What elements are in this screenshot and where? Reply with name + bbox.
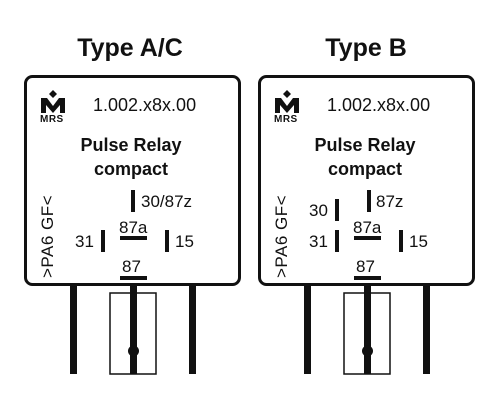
type-ac-title: Type A/C bbox=[77, 34, 183, 62]
pin-left bbox=[304, 285, 311, 374]
pin-label-30-87z: 30/87z bbox=[141, 192, 193, 211]
pin-left bbox=[70, 285, 77, 374]
mrs-logo-text: MRS bbox=[274, 114, 298, 125]
pin-label-87z: 87z bbox=[376, 192, 404, 211]
part-number: 1.002.x8x.00 bbox=[327, 95, 431, 115]
pin-blade-outline bbox=[343, 292, 391, 375]
pin-label-87: 87 bbox=[356, 257, 375, 276]
terminal-15-bar bbox=[399, 230, 403, 252]
terminal-15-bar bbox=[165, 230, 169, 252]
pin-label-30: 30 bbox=[309, 201, 328, 220]
pin-junction-dot bbox=[128, 345, 139, 357]
terminal-87-bar bbox=[354, 276, 381, 280]
product-name-line2: compact bbox=[327, 159, 403, 179]
terminal-87z-bar bbox=[367, 190, 371, 212]
terminal-31-bar bbox=[335, 230, 339, 252]
material-label: >PA6 GF< bbox=[272, 194, 291, 278]
mrs-logo-icon bbox=[41, 90, 65, 113]
relay-type-b-drawing bbox=[258, 75, 475, 375]
product-name-line1: Pulse Relay bbox=[80, 135, 182, 155]
part-number: 1.002.x8x.00 bbox=[93, 95, 197, 115]
relay-type-ac: MRS 1.002.x8x.00 Pulse Relay compact >PA… bbox=[24, 75, 241, 375]
pin-center bbox=[364, 285, 371, 374]
product-name-line2: compact bbox=[93, 159, 169, 179]
mrs-logo-text: MRS bbox=[40, 114, 64, 125]
material-label: >PA6 GF< bbox=[38, 194, 57, 278]
pin-blade-outline bbox=[109, 292, 157, 375]
product-name-line1: Pulse Relay bbox=[314, 135, 416, 155]
terminal-87a-bar bbox=[120, 236, 147, 240]
pin-label-31: 31 bbox=[75, 232, 94, 251]
relay-housing bbox=[258, 75, 475, 286]
pin-label-87a: 87a bbox=[353, 218, 382, 237]
terminal-87a-bar bbox=[354, 236, 381, 240]
pin-junction-dot bbox=[362, 345, 373, 357]
pin-label-87a: 87a bbox=[119, 218, 148, 237]
type-b-title: Type B bbox=[325, 34, 407, 62]
pin-label-31: 31 bbox=[309, 232, 328, 251]
pin-label-15: 15 bbox=[175, 232, 194, 251]
terminal-87-bar bbox=[120, 276, 147, 280]
relay-housing bbox=[24, 75, 241, 286]
pin-label-87: 87 bbox=[122, 257, 141, 276]
relay-type-ac-drawing bbox=[24, 75, 241, 375]
pin-center bbox=[130, 285, 137, 374]
pin-right bbox=[423, 285, 430, 374]
pin-label-15: 15 bbox=[409, 232, 428, 251]
terminal-31-bar bbox=[101, 230, 105, 252]
terminal-30-bar bbox=[335, 199, 339, 221]
mrs-logo-icon bbox=[275, 90, 299, 113]
relay-type-b: MRS 1.002.x8x.00 Pulse Relay compact >PA… bbox=[258, 75, 475, 375]
terminal-30-bar bbox=[131, 190, 135, 212]
pin-right bbox=[189, 285, 196, 374]
